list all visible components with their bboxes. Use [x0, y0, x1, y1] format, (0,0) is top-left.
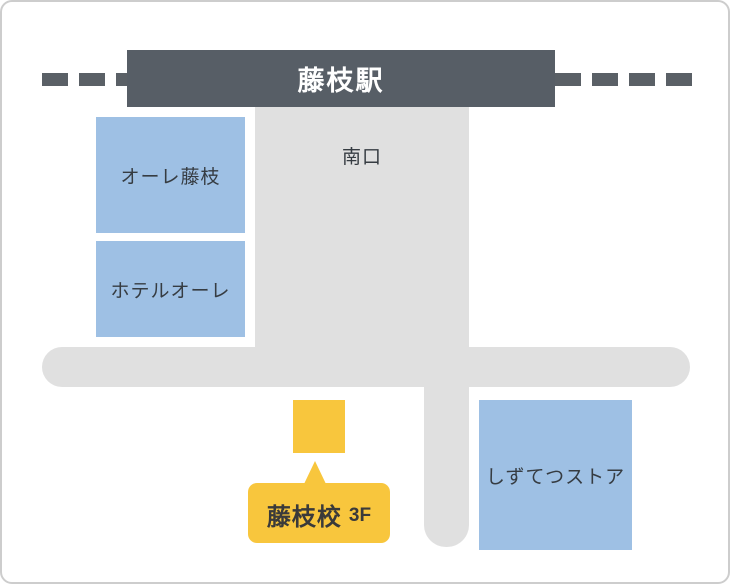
building-hotel-ole: ホテルオーレ [96, 241, 245, 337]
destination-name: 藤枝校 [266, 503, 342, 531]
railway-line-right [555, 73, 692, 86]
station-bar: 藤枝駅 [127, 50, 555, 107]
callout-arrow-icon [304, 461, 326, 484]
building-shizutetsu-store: しずてつストア [479, 400, 632, 550]
railway-line-left [42, 73, 127, 86]
building-label: ホテルオーレ [110, 280, 231, 302]
south-exit-road: 南口 [255, 107, 469, 349]
station-label: 藤枝駅 [297, 66, 385, 96]
destination-floor: 3F [348, 505, 372, 526]
destination-marker [293, 400, 345, 453]
building-ole-fujieda: オーレ藤枝 [96, 117, 245, 233]
main-road [42, 347, 690, 387]
building-label: オーレ藤枝 [120, 166, 221, 188]
south-exit-label: 南口 [341, 147, 382, 168]
building-label: しずてつストア [485, 466, 626, 488]
destination-callout: 藤枝校 3F [248, 461, 390, 543]
